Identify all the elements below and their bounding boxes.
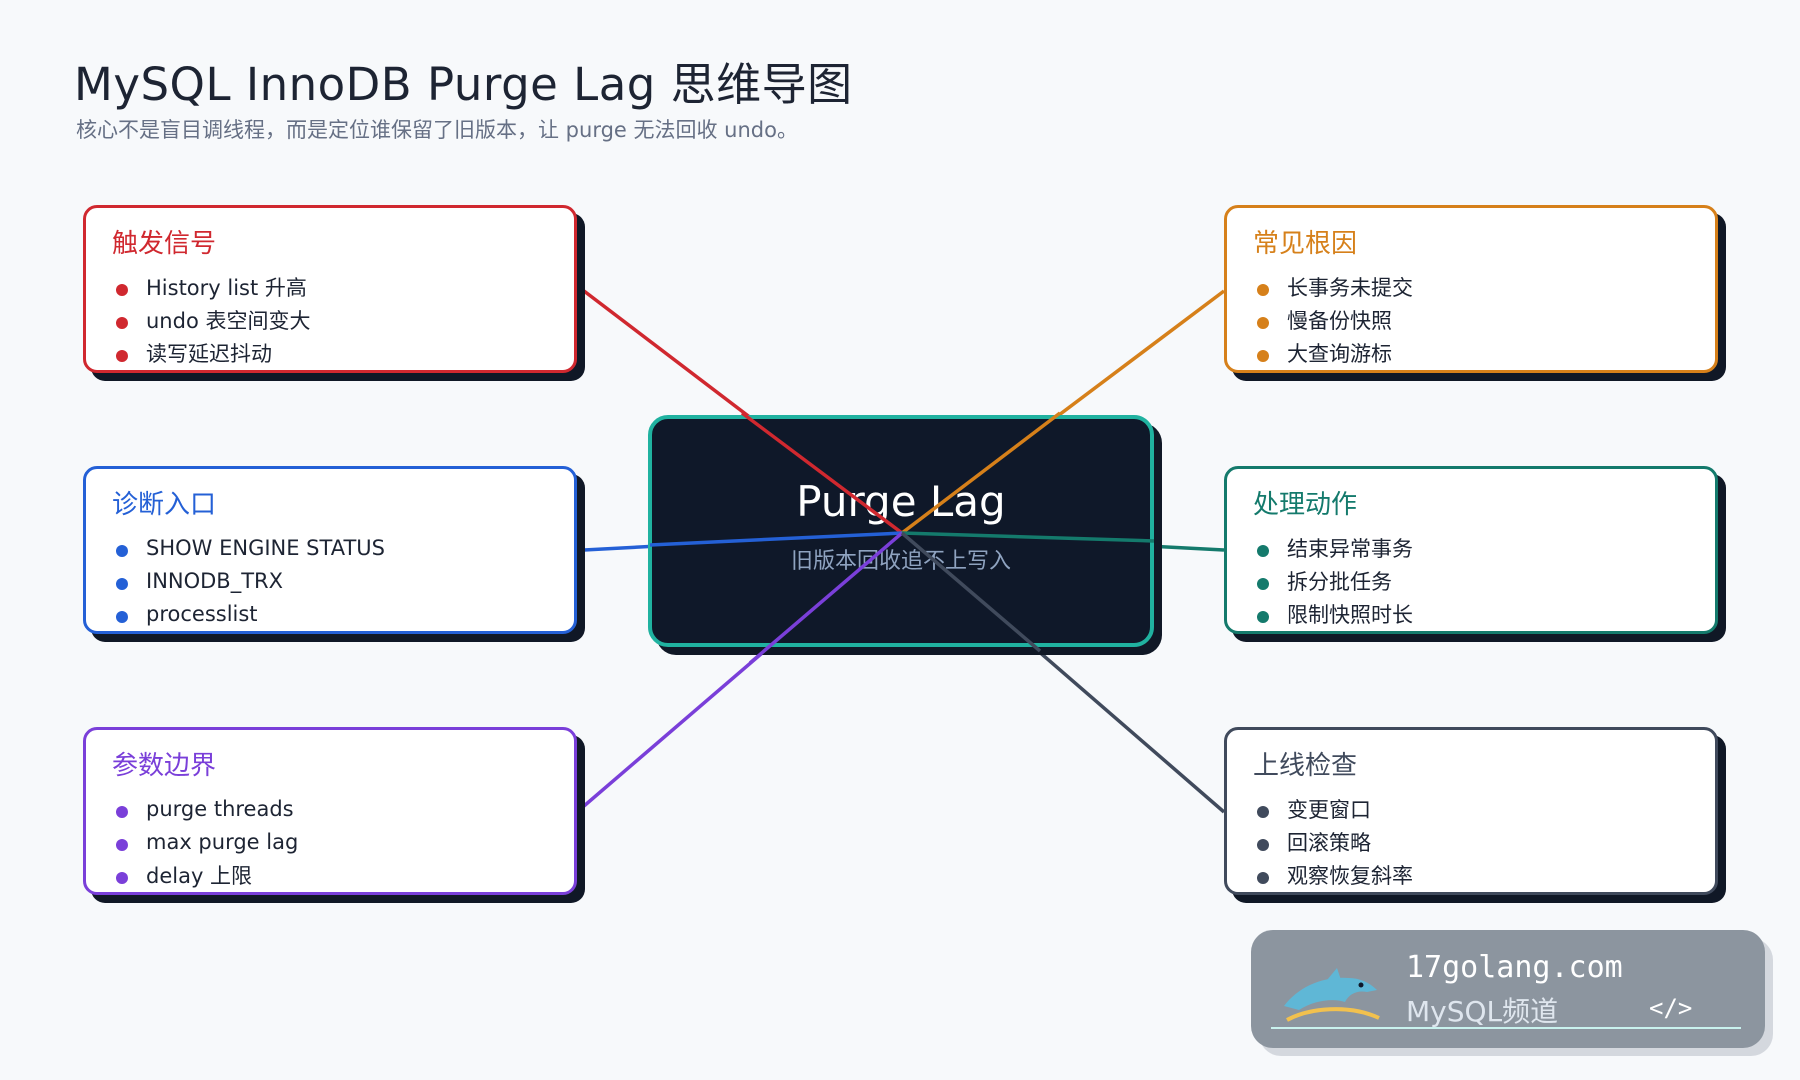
node-root-causes: 常见根因 长事务未提交 慢备份快照 大查询游标 [1224, 205, 1718, 373]
list-item: SHOW ENGINE STATUS [116, 531, 385, 564]
bullet-icon [116, 350, 128, 362]
bullet-icon [1257, 578, 1269, 590]
bullet-icon [1257, 284, 1269, 296]
bullet-icon [116, 317, 128, 329]
dolphin-logo-icon [1284, 968, 1380, 1022]
bullet-icon [116, 872, 128, 884]
bullet-icon [1257, 350, 1269, 362]
watermark-url: 17golang.com [1406, 950, 1623, 985]
bullet-icon [116, 806, 128, 818]
bullet-icon [116, 611, 128, 623]
list-item: purge threads [116, 792, 298, 825]
list-item: 回滚策略 [1257, 825, 1413, 858]
center-node: Purge Lag 旧版本回收追不上写入 [648, 415, 1154, 647]
node-release-checks: 上线检查 变更窗口 回滚策略 观察恢复斜率 [1224, 727, 1718, 895]
bullet-icon [1257, 545, 1269, 557]
site-watermark: 17golang.com MySQL频道 </> [1251, 930, 1765, 1048]
list-item: 大查询游标 [1257, 336, 1413, 369]
bullet-icon [116, 545, 128, 557]
node-title: 参数边界 [112, 751, 217, 781]
bullet-icon [1257, 806, 1269, 818]
list-item: INNODB_TRX [116, 564, 385, 597]
page-title: MySQL InnoDB Purge Lag 思维导图 [74, 58, 853, 111]
center-title: Purge Lag [796, 477, 1006, 526]
list-item: max purge lag [116, 825, 298, 858]
bullet-icon [116, 284, 128, 296]
node-parameter-bounds: 参数边界 purge threads max purge lag delay 上… [83, 727, 577, 895]
list-item: 拆分批任务 [1257, 564, 1413, 597]
watermark-channel: MySQL频道 [1406, 995, 1559, 1028]
list-item: undo 表空间变大 [116, 303, 310, 336]
list-item: 观察恢复斜率 [1257, 858, 1413, 891]
bullet-icon [116, 839, 128, 851]
list-item: History list 升高 [116, 270, 310, 303]
list-item: 结束异常事务 [1257, 531, 1413, 564]
node-title: 诊断入口 [112, 490, 217, 520]
list-item: 慢备份快照 [1257, 303, 1413, 336]
bullet-icon [1257, 872, 1269, 884]
node-trigger-signals: 触发信号 History list 升高 undo 表空间变大 读写延迟抖动 [83, 205, 577, 373]
node-diagnosis-entry: 诊断入口 SHOW ENGINE STATUS INNODB_TRX proce… [83, 466, 577, 634]
list-item: 长事务未提交 [1257, 270, 1413, 303]
node-title: 触发信号 [112, 229, 217, 259]
list-item: 限制快照时长 [1257, 597, 1413, 630]
bullet-icon [1257, 317, 1269, 329]
watermark-underline [1271, 1027, 1741, 1029]
list-item: 变更窗口 [1257, 792, 1413, 825]
page-subtitle: 核心不是盲目调线程，而是定位谁保留了旧版本，让 purge 无法回收 undo。 [76, 118, 798, 142]
node-title: 处理动作 [1253, 490, 1358, 520]
center-subtitle: 旧版本回收追不上写入 [790, 549, 1011, 574]
node-title: 上线检查 [1253, 751, 1358, 781]
list-item: delay 上限 [116, 858, 298, 891]
list-item: processlist [116, 597, 385, 630]
node-handling-actions: 处理动作 结束异常事务 拆分批任务 限制快照时长 [1224, 466, 1718, 634]
bullet-icon [116, 578, 128, 590]
code-icon: </> [1649, 994, 1693, 1022]
bullet-icon [1257, 611, 1269, 623]
node-title: 常见根因 [1253, 229, 1358, 259]
list-item: 读写延迟抖动 [116, 336, 310, 369]
bullet-icon [1257, 839, 1269, 851]
